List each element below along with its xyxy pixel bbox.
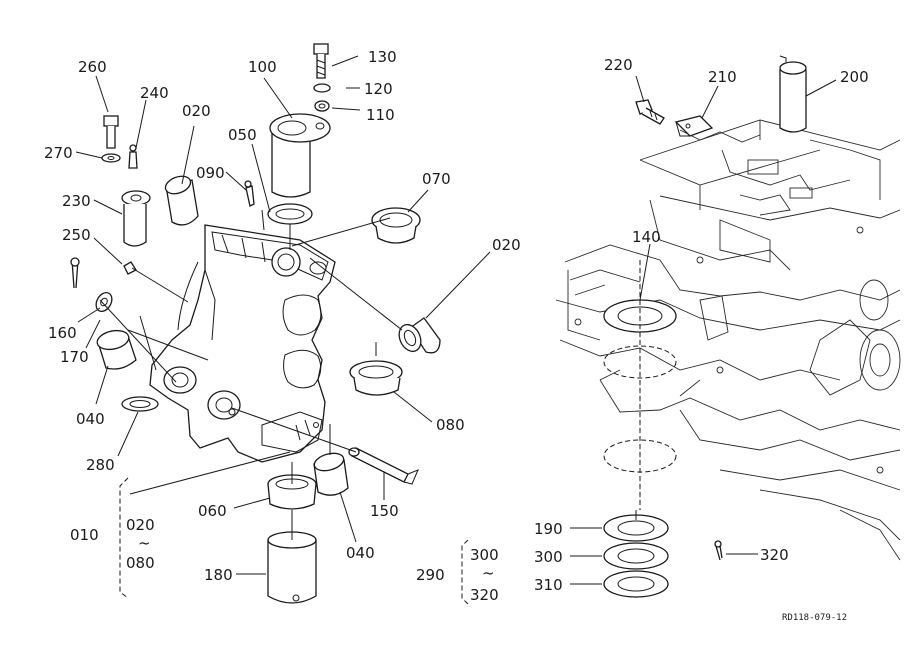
label-040b: 040 bbox=[346, 544, 375, 562]
label-020-range: 020 bbox=[126, 516, 155, 534]
label-300: 300 bbox=[534, 548, 563, 566]
plate-210 bbox=[674, 115, 714, 137]
label-240: 240 bbox=[140, 84, 169, 102]
label-270: 270 bbox=[44, 144, 73, 162]
label-300-range: 300 bbox=[470, 546, 499, 564]
assembly-lines-right bbox=[635, 260, 641, 520]
bolt-220 bbox=[635, 99, 665, 125]
bolt-130 bbox=[313, 43, 331, 112]
label-320-range: 320 bbox=[470, 586, 499, 604]
shim-310 bbox=[603, 570, 669, 598]
label-010: 010 bbox=[70, 526, 99, 544]
label-tilde-1: ~ bbox=[138, 534, 151, 552]
label-260: 260 bbox=[78, 58, 107, 76]
label-310: 310 bbox=[534, 576, 563, 594]
label-250: 250 bbox=[62, 226, 91, 244]
pin-150 bbox=[348, 447, 419, 485]
reference-code: RD118-079-12 bbox=[782, 613, 847, 623]
main-frame-body bbox=[555, 119, 901, 561]
label-110: 110 bbox=[366, 106, 395, 124]
label-190: 190 bbox=[534, 520, 563, 538]
bushing-020-right bbox=[398, 317, 441, 354]
label-090: 090 bbox=[196, 164, 225, 182]
label-140: 140 bbox=[632, 228, 661, 246]
grease-nipple-090 bbox=[244, 180, 255, 207]
bushing-080 bbox=[349, 360, 403, 396]
label-050: 050 bbox=[228, 126, 257, 144]
range-brackets bbox=[119, 477, 469, 605]
label-080-range: 080 bbox=[126, 554, 155, 572]
label-150: 150 bbox=[370, 502, 399, 520]
label-160: 160 bbox=[48, 324, 77, 342]
label-290: 290 bbox=[416, 566, 445, 584]
label-200: 200 bbox=[840, 68, 869, 86]
label-170: 170 bbox=[60, 348, 89, 366]
swing-bracket-body bbox=[149, 224, 336, 463]
assembly-lines-left bbox=[99, 217, 403, 540]
label-tilde-2: ~ bbox=[482, 564, 495, 582]
bushing-100 bbox=[267, 113, 331, 225]
label-130: 130 bbox=[368, 48, 397, 66]
label-100: 100 bbox=[248, 58, 277, 76]
leader-lines bbox=[75, 55, 837, 585]
cotter-pin-320 bbox=[714, 540, 723, 561]
pin-200 bbox=[779, 55, 807, 133]
label-230: 230 bbox=[62, 192, 91, 210]
label-040a: 040 bbox=[76, 410, 105, 428]
label-020a: 020 bbox=[182, 102, 211, 120]
bushing-020-top bbox=[164, 175, 199, 226]
label-060: 060 bbox=[198, 502, 227, 520]
pin-180 bbox=[267, 531, 317, 604]
label-180: 180 bbox=[204, 566, 233, 584]
bracket-detail-050 bbox=[261, 209, 265, 231]
label-210: 210 bbox=[708, 68, 737, 86]
bushing-040-lower bbox=[313, 452, 349, 496]
bushing-070 bbox=[371, 207, 421, 244]
label-320: 320 bbox=[760, 546, 789, 564]
label-080: 080 bbox=[436, 416, 465, 434]
label-220: 220 bbox=[604, 56, 633, 74]
label-280: 280 bbox=[86, 456, 115, 474]
small-parts-left bbox=[70, 115, 159, 412]
part-labels: 260 240 270 230 250 160 170 040 280 010 … bbox=[44, 48, 869, 623]
label-020c: 020 bbox=[492, 236, 521, 254]
shim-300 bbox=[603, 542, 669, 570]
label-070: 070 bbox=[422, 170, 451, 188]
label-120: 120 bbox=[364, 80, 393, 98]
